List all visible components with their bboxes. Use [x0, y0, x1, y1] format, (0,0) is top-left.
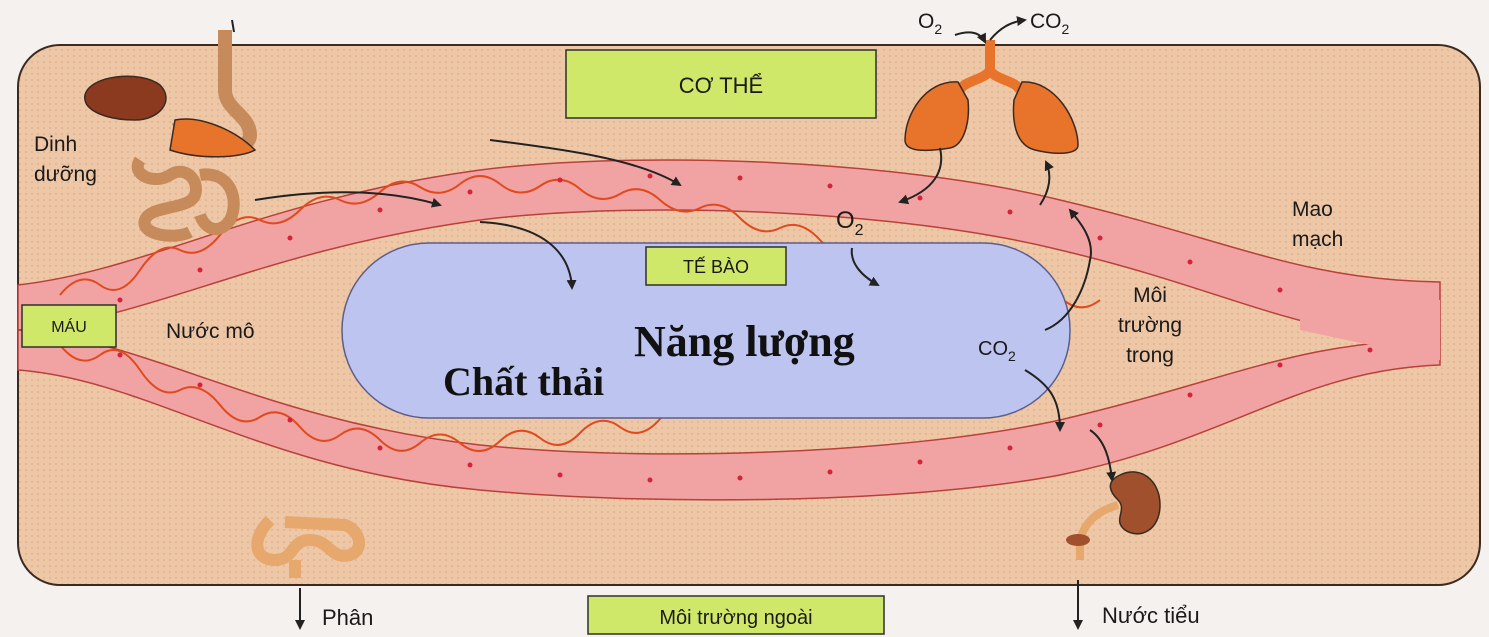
- co-the-label: CƠ THỂ: [679, 73, 763, 98]
- chat-thai-label: Chất thải: [443, 359, 604, 404]
- mao-label: Mao: [1292, 198, 1333, 221]
- moi-truong-ngoai-label: Môi trường ngoài: [659, 607, 812, 629]
- mach-label: mạch: [1292, 228, 1343, 251]
- top-mark: [232, 20, 234, 32]
- phan-label: Phân: [322, 605, 373, 630]
- dinh-duong-line2: dưỡng: [34, 163, 97, 186]
- truong-label: trường: [1118, 314, 1182, 337]
- mau-label: MÁU: [51, 317, 87, 336]
- nang-luong-label: Năng lượng: [634, 317, 855, 366]
- moi-label: Môi: [1133, 284, 1167, 307]
- te-bao-label: TẾ BÀO: [683, 256, 749, 277]
- nuoc-mo-label: Nước mô: [166, 320, 255, 343]
- o2-top-label: O2: [918, 10, 942, 37]
- trong-label: trong: [1126, 344, 1174, 367]
- nuoc-tieu-label: Nước tiểu: [1102, 603, 1200, 628]
- co2-top-label: CO2: [1030, 10, 1070, 37]
- dinh-duong-line1: Dinh: [34, 133, 77, 156]
